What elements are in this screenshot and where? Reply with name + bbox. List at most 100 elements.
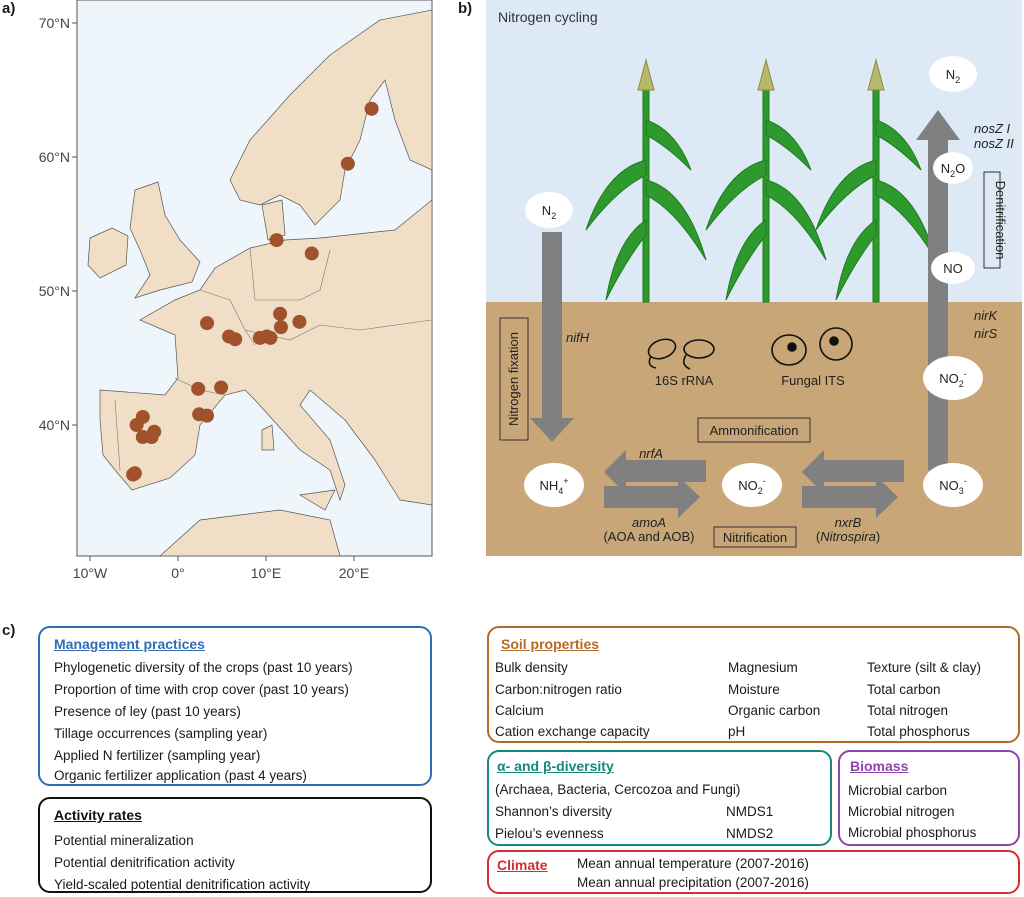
soil-item: Calcium: [495, 703, 544, 718]
borders: [114, 247, 433, 471]
panel-label-a: a): [2, 0, 16, 17]
management-box: Management practices Phylogenetic divers…: [38, 626, 432, 786]
diversity-title: α- and β-diversity: [497, 758, 614, 774]
site-point: [269, 233, 284, 248]
site-point: [126, 467, 141, 482]
diversity-subtitle: (Archaea, Bacteria, Cercozoa and Fungi): [495, 782, 741, 797]
site-point: [273, 306, 288, 321]
management-item: Tillage occurrences (sampling year): [54, 726, 268, 741]
lat-tick-label: 70°N: [39, 15, 70, 31]
site-point: [304, 246, 319, 261]
soil-item: Magnesium: [728, 660, 798, 675]
activity-item: Yield-scaled potential denitrification a…: [54, 877, 311, 892]
marker-16s: 16S rRNA: [655, 373, 714, 388]
climate-item: Mean annual precipitation (2007-2016): [577, 875, 809, 890]
lon-tick-label: 0°: [171, 565, 184, 581]
soil-item: Total phosphorus: [867, 724, 970, 739]
gene-nxrb: nxrB: [835, 515, 862, 530]
site-point: [200, 408, 215, 423]
n2-left-label: N2: [542, 203, 556, 221]
biomass-item: Microbial phosphorus: [848, 825, 977, 840]
n2-cloud-top: [929, 56, 977, 92]
soil-item: Total carbon: [867, 682, 941, 697]
no-cloud: [931, 252, 975, 284]
diagram-title: Nitrogen cycling: [498, 9, 598, 25]
process-denitrification: Denitrification: [993, 181, 1008, 260]
lat-tick-label: 40°N: [39, 417, 70, 433]
nh4-label: NH4+: [539, 476, 568, 496]
activity-box: Activity rates Potential mineralization …: [38, 797, 432, 893]
fixation-arrow: [530, 232, 574, 442]
n2o-cloud: [933, 152, 973, 184]
nrfa-arrow: [604, 450, 706, 494]
amoa-groups: (AOA and AOB): [603, 529, 694, 544]
gene-nirk: nirK: [974, 308, 998, 323]
fungi-icon: [771, 327, 853, 366]
nxrb-taxon: (Nitrospira): [816, 529, 880, 544]
climate-item: Mean annual temperature (2007-2016): [577, 856, 809, 871]
soil-item: Total nitrogen: [867, 703, 949, 718]
activity-title: Activity rates: [54, 807, 142, 823]
climate-box: Climate Mean annual temperature (2007-20…: [487, 850, 1020, 894]
panel-label-b: b): [458, 0, 473, 17]
process-nitrification: Nitrification: [723, 530, 787, 545]
biomass-item: Microbial nitrogen: [848, 804, 955, 819]
diversity-item: NMDS2: [726, 826, 774, 841]
site-point: [263, 330, 278, 345]
biomass-box: Biomass Microbial carbon Microbial nitro…: [838, 750, 1020, 846]
n2o-label: N2O: [941, 161, 966, 179]
nodes: [524, 56, 983, 507]
no-label: NO: [943, 261, 963, 276]
gene-amoa: amoA: [632, 515, 666, 530]
diversity-item: Pielou’s evenness: [495, 826, 604, 841]
soil-item: Cation exchange capacity: [495, 724, 650, 739]
management-title: Management practices: [54, 636, 205, 652]
soil-item: Bulk density: [495, 660, 568, 675]
latitude-axis: 70°N 60°N 50°N 40°N: [39, 15, 77, 433]
site-point: [129, 418, 144, 432]
lon-tick-label: 10°E: [251, 565, 282, 581]
flux-arrows: [530, 110, 960, 518]
amoa-arrow: [604, 476, 700, 518]
no3-label: NO3-: [939, 476, 967, 496]
no2-node-right: [923, 356, 983, 400]
denitrification-arrow: [916, 110, 960, 470]
process-nitrogen-fixation: Nitrogen fixation: [506, 332, 521, 426]
site-point: [273, 320, 288, 335]
management-item: Phylogenetic diversity of the crops (pas…: [54, 660, 353, 675]
maize-plants: [585, 58, 937, 303]
nh4-node: [524, 463, 584, 507]
nitrite-reduction-arrow: [802, 450, 904, 494]
site-point: [340, 156, 355, 171]
site-points: [126, 101, 379, 482]
gene-nosz2: nosZ II: [974, 136, 1014, 151]
no2-mid-label: NO2-: [738, 476, 766, 496]
soil-box: Soil properties Bulk density Carbon:nitr…: [487, 626, 1020, 743]
site-point: [191, 381, 206, 396]
diversity-box: α- and β-diversity (Archaea, Bacteria, C…: [487, 750, 832, 846]
lon-tick-label: 20°E: [339, 565, 370, 581]
soil-item: Moisture: [728, 682, 780, 697]
n2-cloud-left: [525, 192, 573, 228]
diversity-item: Shannon’s diversity: [495, 804, 612, 819]
management-item: Presence of ley (past 10 years): [54, 704, 241, 719]
soil-title: Soil properties: [501, 636, 600, 652]
bacteria-icon: [647, 338, 715, 370]
lat-tick-label: 60°N: [39, 149, 70, 165]
site-point: [214, 380, 229, 395]
soil-item: Organic carbon: [728, 703, 821, 718]
gene-nrfa: nrfA: [639, 446, 663, 461]
panel-label-c: c): [2, 622, 16, 639]
site-point: [200, 316, 215, 331]
no2-node-mid: [722, 463, 782, 507]
site-point: [228, 332, 243, 347]
biomass-item: Microbial carbon: [848, 783, 948, 798]
soil-item: Carbon:nitrogen ratio: [495, 682, 622, 697]
activity-item: Potential mineralization: [54, 833, 194, 848]
marker-its: Fungal ITS: [781, 373, 845, 388]
site-point: [364, 101, 379, 116]
lat-tick-label: 50°N: [39, 283, 70, 299]
process-ammonification: Ammonification: [710, 423, 799, 438]
